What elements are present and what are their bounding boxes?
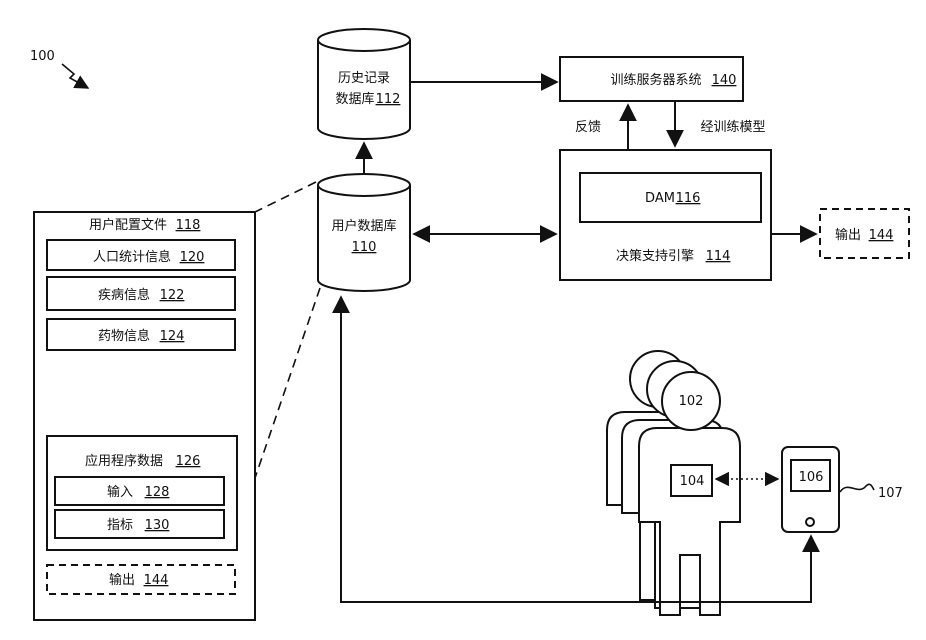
feedback-label: 反馈 bbox=[575, 120, 601, 135]
decision-support-engine: DAM 116 决策支持引擎 114 bbox=[560, 150, 771, 280]
user-ref-label: 102 bbox=[679, 394, 704, 409]
medication-info-label: 药物信息 bbox=[98, 328, 150, 344]
users-group: 102 104 bbox=[607, 351, 740, 615]
output-right-label: 输出 bbox=[835, 227, 861, 243]
decision-engine-label: 决策支持引擎 bbox=[616, 248, 694, 264]
metrics-box bbox=[55, 510, 224, 538]
device-home-button bbox=[806, 518, 814, 526]
app-data-label: 应用程序数据 bbox=[85, 453, 163, 469]
historical-db-label-line1: 历史记录 bbox=[338, 71, 390, 86]
training-server-number: 140 bbox=[712, 73, 737, 88]
decision-engine-number: 114 bbox=[706, 249, 731, 264]
output-right-number: 144 bbox=[869, 228, 894, 243]
app-data-number: 126 bbox=[176, 454, 201, 469]
disease-info-number: 122 bbox=[160, 288, 185, 303]
user-profile-label: 用户配置文件 bbox=[89, 217, 167, 233]
trained-model-label: 经训练模型 bbox=[700, 120, 765, 135]
demographics-number: 120 bbox=[180, 250, 205, 265]
disease-info-label: 疾病信息 bbox=[98, 287, 150, 303]
dam-number: 116 bbox=[676, 191, 701, 206]
wearable-ref-label: 104 bbox=[680, 474, 705, 489]
metrics-number: 130 bbox=[145, 518, 170, 533]
user-database: 用户数据库 110 bbox=[318, 174, 410, 291]
figure-ref-label: 100 bbox=[30, 49, 55, 64]
historical-db-label-line2: 数据库 bbox=[335, 91, 374, 107]
device-screen-ref-label: 106 bbox=[799, 470, 824, 485]
figure-ref-arrow bbox=[62, 64, 88, 88]
device-ref-label: 107 bbox=[878, 486, 903, 501]
projection-line-bottom bbox=[255, 288, 320, 478]
medication-info-number: 124 bbox=[160, 329, 185, 344]
output-right: 输出 144 bbox=[820, 209, 909, 258]
mobile-device: 106 107 bbox=[782, 447, 903, 532]
input-number: 128 bbox=[145, 485, 170, 500]
output-profile-box bbox=[47, 565, 235, 594]
input-box bbox=[55, 477, 224, 505]
historical-records-database: 历史记录 数据库 112 bbox=[318, 29, 410, 139]
input-label: 输入 bbox=[107, 484, 133, 500]
projection-line-top bbox=[255, 182, 316, 212]
dam-label: DAM bbox=[645, 191, 675, 206]
metrics-label: 指标 bbox=[107, 518, 133, 533]
output-profile-number: 144 bbox=[144, 573, 169, 588]
demographics-label: 人口统计信息 bbox=[93, 249, 171, 265]
output-profile-label: 输出 bbox=[109, 572, 135, 588]
training-server-label: 训练服务器系统 bbox=[610, 72, 701, 88]
user-db-number: 110 bbox=[352, 240, 377, 255]
user-profile-panel: 用户配置文件 118 人口统计信息 120 疾病信息 122 药物信息 124 … bbox=[34, 212, 255, 620]
training-server-system: 训练服务器系统 140 bbox=[560, 57, 743, 101]
user-profile-number: 118 bbox=[176, 218, 201, 233]
device-leader-line bbox=[840, 484, 874, 492]
historical-db-number: 112 bbox=[376, 92, 401, 107]
user-db-label: 用户数据库 bbox=[331, 218, 396, 234]
